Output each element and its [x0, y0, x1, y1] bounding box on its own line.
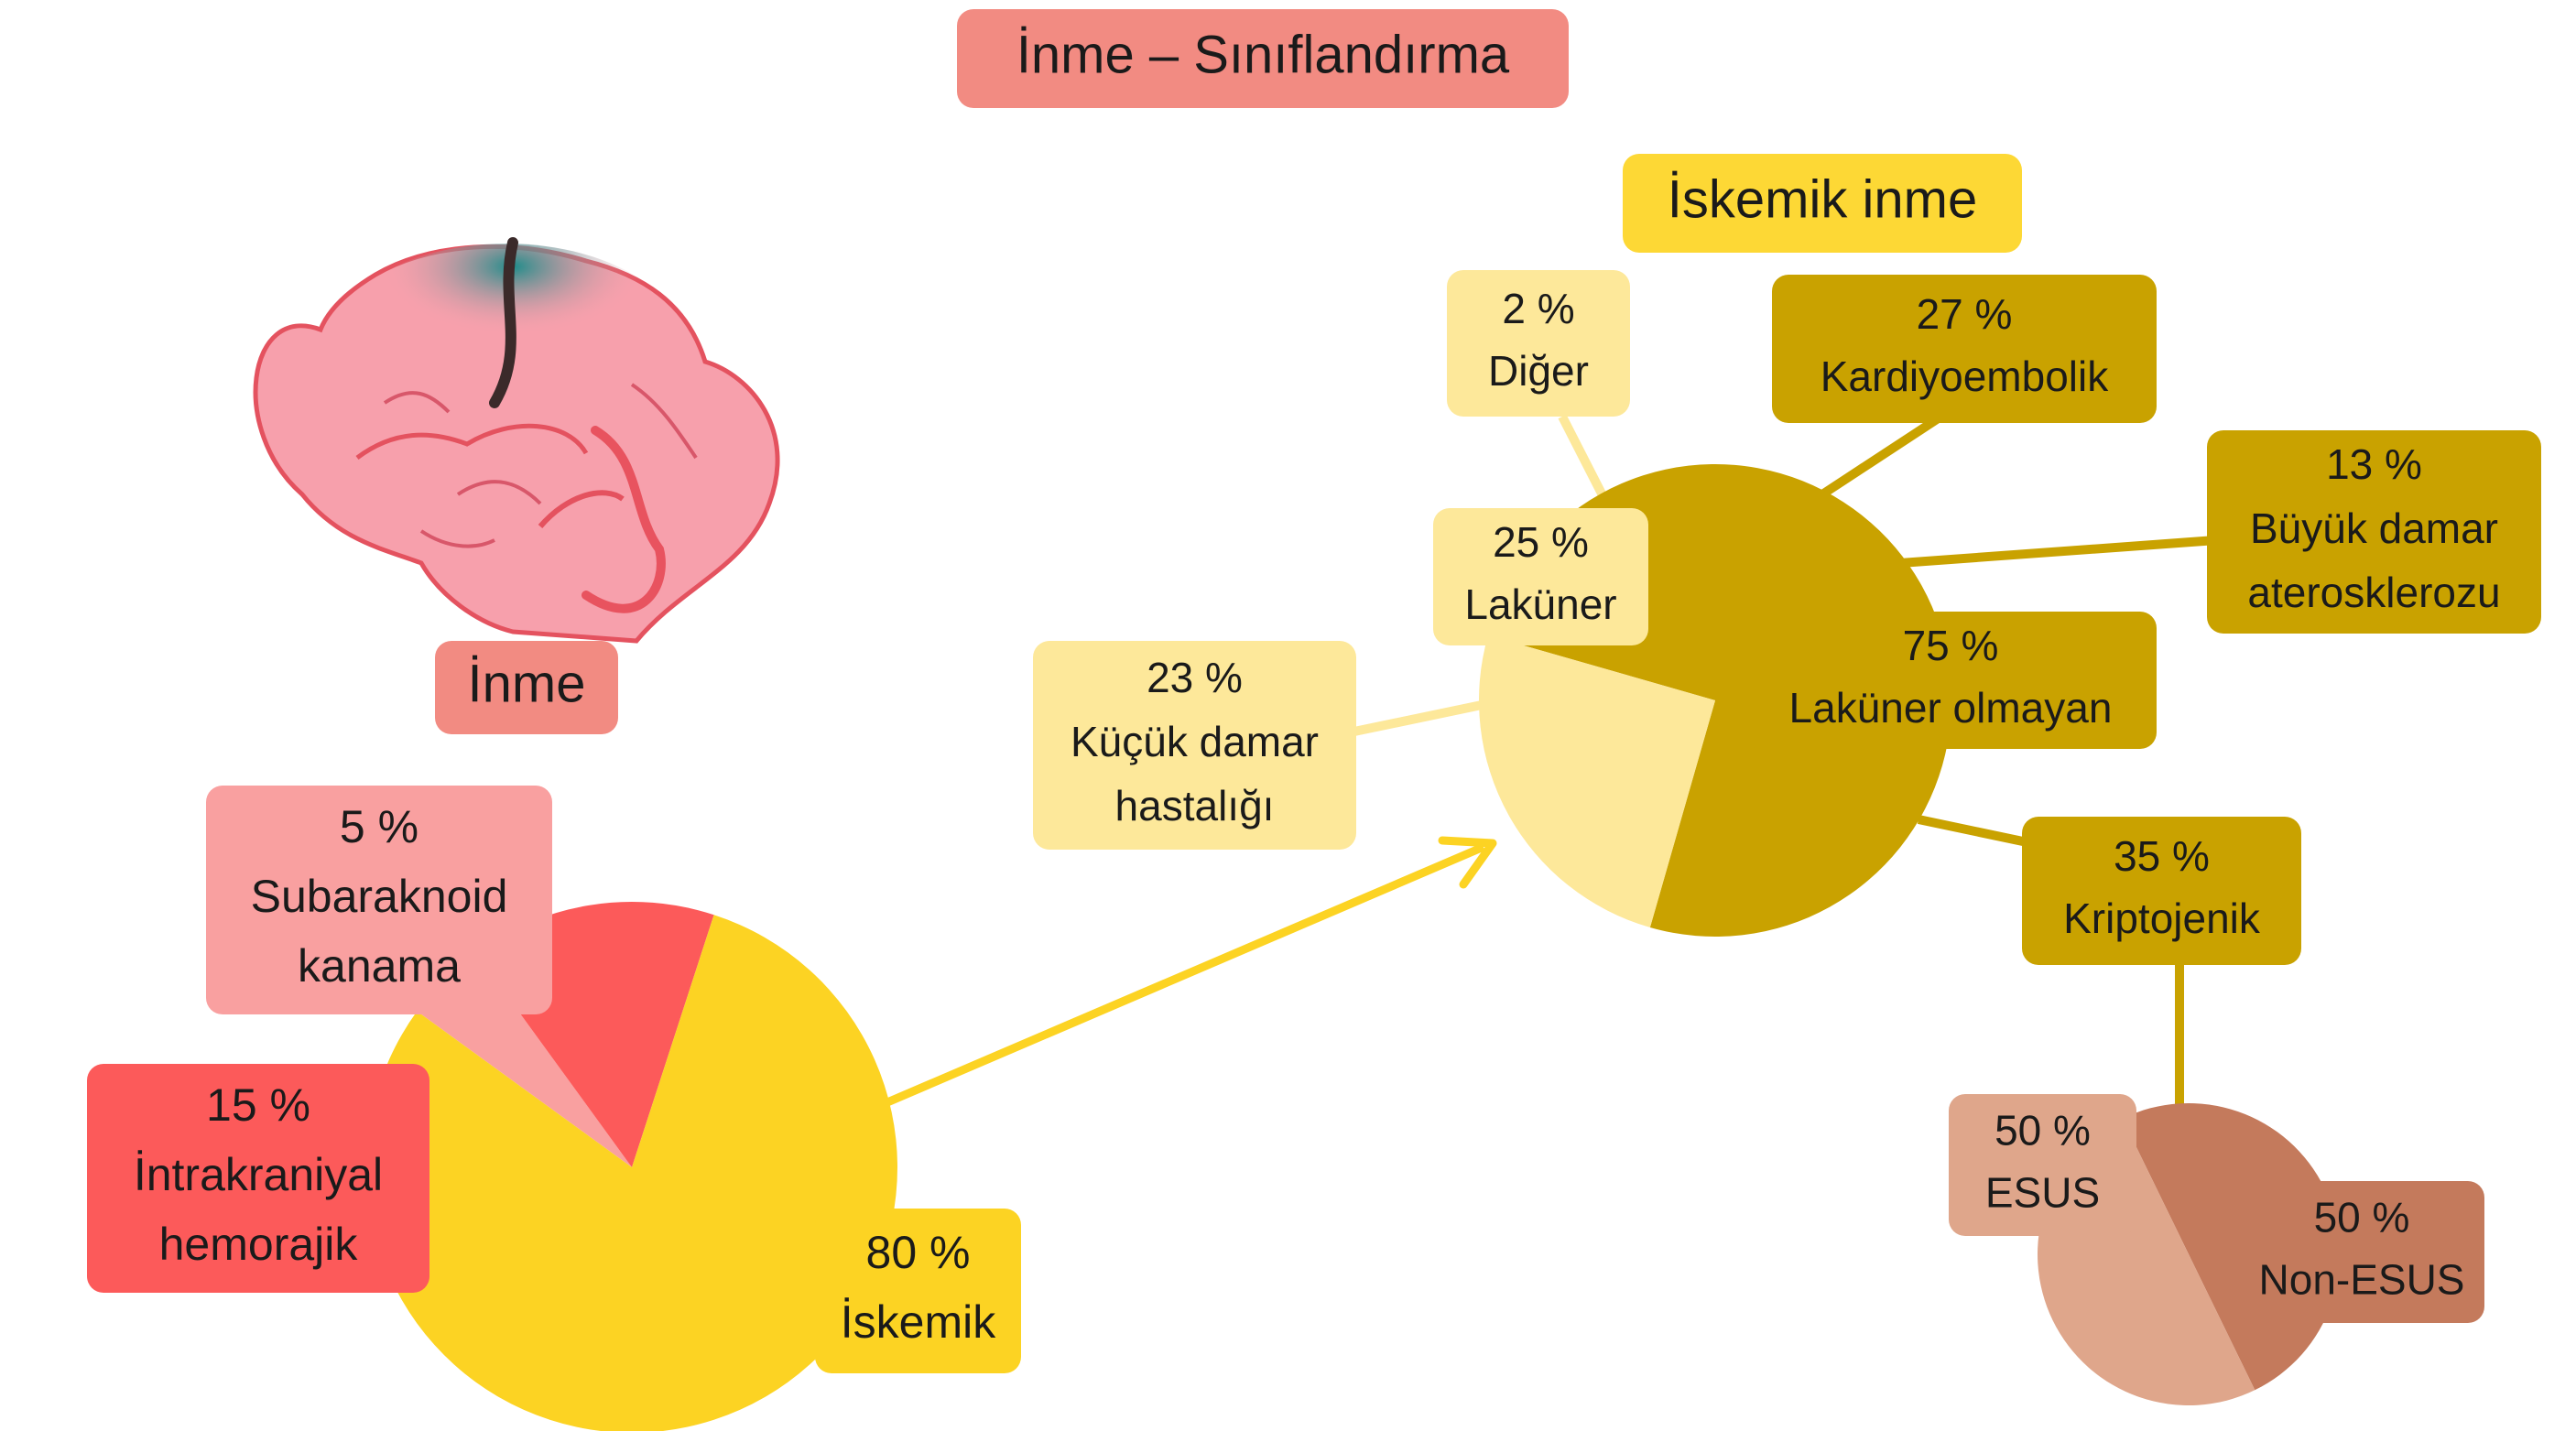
brain-label-bg — [435, 641, 618, 734]
label-subaraknoid-line-1: Subaraknoid — [251, 871, 508, 922]
connector-buyuk-damar — [1899, 536, 2217, 568]
label-non-esus: 50 % Non-ESUS — [2239, 1181, 2484, 1323]
label-kriptojenik-line-1: Kriptojenik — [2063, 894, 2261, 942]
label-subaraknoid-line-2: kanama — [298, 940, 461, 992]
label-lakuner-olmayan-bg — [1745, 612, 2157, 749]
label-kriptojenik-bg — [2022, 817, 2301, 965]
page-title-bg — [957, 9, 1569, 108]
label-kriptojenik: 35 % Kriptojenik — [2022, 817, 2301, 965]
label-non-esus-bg — [2239, 1181, 2484, 1323]
page-title-line-0: İnme – Sınıflandırma — [1016, 25, 1510, 84]
label-iskemik-line-1: İskemik — [841, 1296, 996, 1348]
connector-lines — [1326, 414, 2217, 1108]
ischemic-title-line-0: İskemik inme — [1668, 169, 1977, 229]
label-intrakraniyal-line-2: hemorajik — [159, 1219, 359, 1270]
label-lakuner: 25 % Laküner — [1433, 508, 1648, 645]
label-diger-bg — [1447, 270, 1630, 417]
label-kardiyoembolik-line-0: 27 % — [1917, 290, 2013, 338]
label-lakuner-line-1: Laküner — [1464, 580, 1616, 628]
label-lakuner-line-0: 25 % — [1493, 518, 1589, 566]
connector-diger — [1558, 414, 1609, 502]
label-diger-line-0: 2 % — [1502, 285, 1574, 332]
label-kucuk-damar-line-2: hastalığı — [1115, 782, 1275, 829]
slice-lakuner — [1479, 634, 1715, 928]
label-kucuk-damar: 23 % Küçük damar hastalığı — [1033, 641, 1356, 850]
label-iskemik-line-0: 80 % — [866, 1227, 971, 1278]
brain-label-line-0: İnme — [468, 654, 586, 713]
connector-kardiyoembolik — [1820, 415, 1940, 499]
label-non-esus-line-0: 50 % — [2314, 1194, 2410, 1241]
label-intrakraniyal-line-1: İntrakraniyal — [134, 1149, 383, 1200]
label-buyuk-damar-line-2: aterosklerozu — [2247, 569, 2500, 616]
ischemic-title-bg — [1623, 154, 2022, 253]
slice-iskemik — [366, 915, 897, 1431]
label-buyuk-damar-line-0: 13 % — [2326, 440, 2422, 488]
label-kucuk-damar-line-0: 23 % — [1147, 654, 1243, 701]
arrow-to-iskemik-inme — [841, 836, 1497, 1126]
label-buyuk-damar: 13 % Büyük damar aterosklerozu — [2207, 430, 2541, 634]
label-buyuk-damar-line-1: Büyük damar — [2250, 504, 2498, 552]
label-iskemik-bg — [815, 1209, 1021, 1373]
label-esus-bg — [1949, 1094, 2136, 1236]
label-intrakraniyal-bg — [87, 1064, 429, 1293]
label-lakuner-olmayan-line-1: Laküner olmayan — [1789, 684, 2113, 732]
label-subaraknoid-bg — [206, 786, 552, 1014]
label-lakuner-olmayan: 75 % Laküner olmayan — [1745, 612, 2157, 749]
label-intrakraniyal: 15 % İntrakraniyal hemorajik — [87, 1064, 429, 1293]
label-non-esus-line-1: Non-ESUS — [2259, 1256, 2465, 1304]
page-title: İnme – Sınıflandırma — [957, 9, 1569, 108]
label-subaraknoid-line-0: 5 % — [340, 801, 418, 852]
brain-icon — [253, 237, 780, 644]
label-iskemik: 80 % İskemik — [815, 1209, 1021, 1373]
brain-label: İnme — [435, 641, 618, 734]
label-kucuk-damar-line-1: Küçük damar — [1071, 718, 1319, 765]
label-esus: 50 % ESUS — [1949, 1094, 2136, 1236]
label-kardiyoembolik: 27 % Kardiyoembolik — [1772, 275, 2157, 423]
label-kucuk-damar-bg — [1033, 641, 1356, 850]
label-diger: 2 % Diğer — [1447, 270, 1630, 417]
label-kardiyoembolik-bg — [1772, 275, 2157, 423]
label-lakuner-olmayan-line-0: 75 % — [1903, 622, 1999, 669]
label-subaraknoid: 5 % Subaraknoid kanama — [206, 786, 552, 1014]
label-buyuk-damar-bg — [2207, 430, 2541, 634]
label-esus-line-0: 50 % — [1994, 1107, 2091, 1155]
label-kriptojenik-line-0: 35 % — [2114, 832, 2210, 880]
label-kardiyoembolik-line-1: Kardiyoembolik — [1821, 352, 2109, 400]
label-esus-line-1: ESUS — [1985, 1169, 2100, 1217]
ischemic-title: İskemik inme — [1623, 154, 2022, 253]
label-intrakraniyal-line-0: 15 % — [206, 1079, 310, 1131]
label-lakuner-bg — [1433, 508, 1648, 645]
label-diger-line-1: Diğer — [1488, 347, 1589, 395]
